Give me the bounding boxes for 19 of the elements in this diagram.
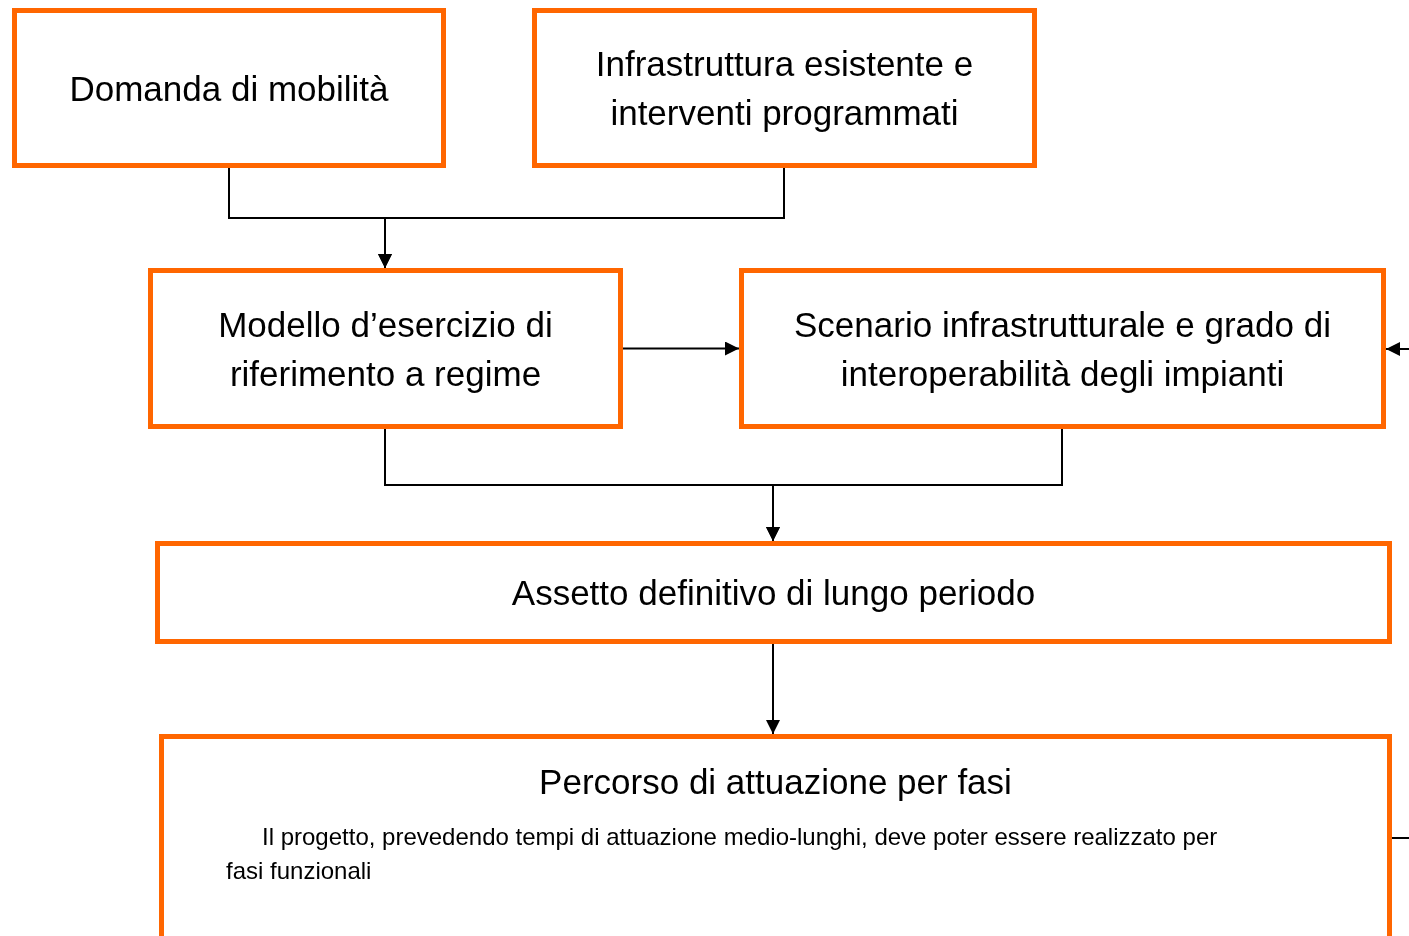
arrow [766,428,1063,542]
box-title: Modello d’esercizio di riferimento a regime [217,303,554,395]
process-box [12,8,446,168]
box-title: Percorso di attuazione per fasi [539,761,1012,803]
box-title: Assetto definitivo di lungo periodo [511,572,1036,614]
process-box [155,541,1392,644]
process-box [148,268,623,429]
process-box [532,8,1037,168]
arrow [378,167,785,269]
process-box [159,734,1392,936]
process-box [739,268,1386,429]
arrow [1385,342,1409,356]
arrow [766,643,780,735]
box-description: Il progetto, prevedendo tempi di attuazione medio-lunghi, deve poter essere realizzato per fasi funzionali [226,822,1219,886]
arrow [622,341,740,356]
box-title: Scenario infrastrutturale e grado di interoperabilità degli impianti [793,303,1332,395]
box-title: Infrastruttura esistente e interventi programmati [594,43,975,134]
box-title: Domanda di mobilità [69,67,389,110]
connector-line [1391,837,1409,839]
